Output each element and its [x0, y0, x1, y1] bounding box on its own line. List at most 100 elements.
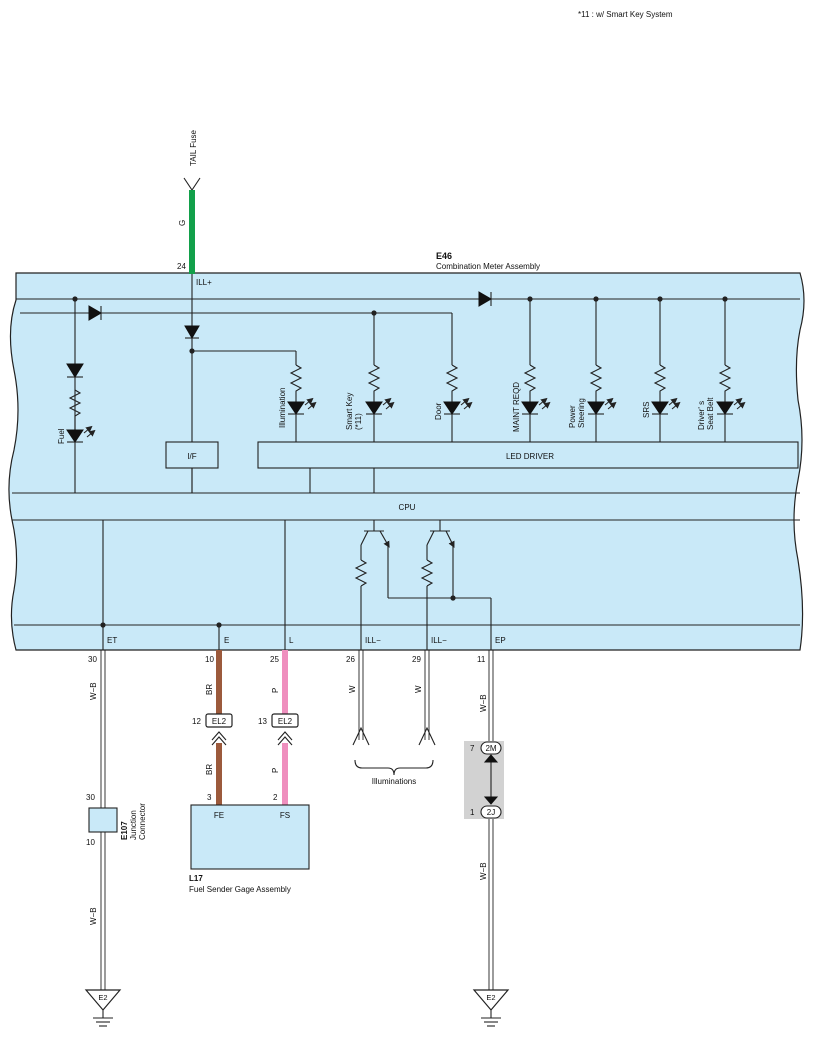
pin-e: 10 — [205, 655, 214, 664]
junction-name-2: Connector — [138, 803, 147, 840]
illumination-led-icon — [287, 401, 305, 415]
junction-connector — [88, 807, 118, 833]
wire-w-2: W — [414, 685, 423, 693]
sender-code: L17 — [189, 874, 203, 883]
pin-ep: 11 — [477, 655, 486, 664]
ill-pin: 24 — [177, 262, 186, 271]
door-label: Door — [434, 402, 443, 420]
sender-pin-fs: 2 — [273, 793, 278, 802]
cpu-label: CPU — [399, 503, 416, 512]
terminal-et: ET — [107, 636, 117, 645]
pin-ill1: 26 — [346, 655, 355, 664]
wire-wb-4: W−B — [479, 862, 488, 880]
smart-key-resistor-icon — [367, 364, 381, 397]
pin-l: 25 — [270, 655, 279, 664]
fuel-resistor-icon — [68, 389, 82, 422]
el2-b-label: EL2 — [278, 717, 293, 726]
fuel-diode-icon — [66, 363, 84, 378]
sender-fe: FE — [214, 811, 224, 820]
ill-plus-label: ILL+ — [196, 278, 212, 287]
wire-wb-3: W−B — [89, 907, 98, 925]
ground-left-label: E2 — [98, 993, 107, 1002]
el2-connector-b — [271, 713, 299, 728]
illumination-resistor-icon — [289, 364, 303, 397]
br-wire-top — [216, 650, 222, 714]
smart-key-label-1: Smart Key — [345, 393, 354, 430]
illuminations-label: Illuminations — [372, 777, 416, 786]
el2-connector-a — [205, 713, 233, 728]
wire-w-1: W — [348, 685, 357, 693]
wire-p-2: P — [271, 768, 280, 773]
sender-name: Fuel Sender Gage Assembly — [189, 885, 291, 894]
junction-code: E107 — [120, 821, 129, 840]
power-steering-label-2: Steering — [577, 398, 586, 428]
sender-pin-fe: 3 — [207, 793, 212, 802]
terminal-ill1: ILL− — [365, 636, 381, 645]
wire-br-2: BR — [205, 764, 214, 775]
maint-reqd-led-icon — [521, 401, 539, 415]
pin-et: 30 — [88, 655, 97, 664]
power-steering-led-icon — [587, 401, 605, 415]
door-led-icon — [443, 401, 461, 415]
junction-name-1: Junction — [129, 810, 138, 840]
ground-left — [84, 989, 122, 1027]
tail-fuse-label: TAIL Fuse — [189, 129, 198, 166]
ill-green-wire — [189, 190, 195, 274]
fuel-led-icon — [66, 429, 84, 443]
srs-resistor-icon — [653, 364, 667, 397]
connector-2j-label: 2J — [487, 808, 495, 817]
fuel-indicator-label: Fuel — [57, 428, 66, 444]
ill-wire-color: G — [178, 220, 187, 226]
maint-reqd-label: MAINT REQD — [512, 382, 521, 432]
smart-key-label-2: (*11) — [354, 413, 363, 430]
illumination-label: Illumination — [278, 388, 287, 428]
terminal-e: E — [224, 636, 229, 645]
srs-led-icon — [651, 401, 669, 415]
smart-key-led-icon — [365, 401, 383, 415]
connector-2m — [480, 741, 502, 755]
wire-br-1: BR — [205, 684, 214, 695]
connector-2m-pin: 7 — [470, 744, 475, 753]
fuel-sender-box — [190, 804, 310, 870]
wire-wb-1: W−B — [89, 682, 98, 700]
seat-belt-label-1: Driver' s — [697, 401, 706, 430]
junction-pin-bottom: 10 — [86, 838, 95, 847]
fuse-arrow-icon — [183, 177, 201, 191]
el2-b-pin: 13 — [258, 717, 267, 726]
led-driver-block — [257, 441, 799, 469]
ground-right-label: E2 — [486, 993, 495, 1002]
maint-reqd-resistor-icon — [523, 364, 537, 397]
p-wire-top — [282, 650, 288, 714]
door-resistor-icon — [445, 364, 459, 397]
junction-pin-top: 30 — [86, 793, 95, 802]
terminal-ep: EP — [495, 636, 506, 645]
el2-a-chevron-icon — [211, 731, 227, 746]
seat-belt-label-2: Seat Belt — [706, 397, 715, 430]
p-wire-bottom — [282, 743, 288, 805]
terminal-ill2: ILL− — [431, 636, 447, 645]
ep-wire — [483, 650, 499, 990]
meter-name: Combination Meter Assembly — [436, 262, 540, 271]
connector-2m-label: 2M — [485, 744, 496, 753]
power-steering-label-1: Power — [568, 405, 577, 428]
wire-wb-2: W−B — [479, 694, 488, 712]
el2-b-chevron-icon — [277, 731, 293, 746]
connector-2j-pin: 1 — [470, 808, 475, 817]
power-steering-resistor-icon — [589, 364, 603, 397]
et-wire — [100, 650, 106, 990]
el2-a-pin: 12 — [192, 717, 201, 726]
lower-circuit — [100, 520, 492, 650]
ill-wires — [352, 650, 436, 776]
connector-2j — [480, 805, 502, 819]
if-label: I/F — [187, 452, 196, 461]
terminal-l: L — [289, 636, 294, 645]
br-wire-bottom — [216, 743, 222, 805]
smart-key-note: *11 : w/ Smart Key System — [578, 10, 673, 19]
sender-fs: FS — [280, 811, 290, 820]
wire-p-1: P — [271, 688, 280, 693]
ground-right — [472, 989, 510, 1027]
meter-code: E46 — [436, 251, 452, 261]
pin-ill2: 29 — [412, 655, 421, 664]
seat-belt-led-icon — [716, 401, 734, 415]
